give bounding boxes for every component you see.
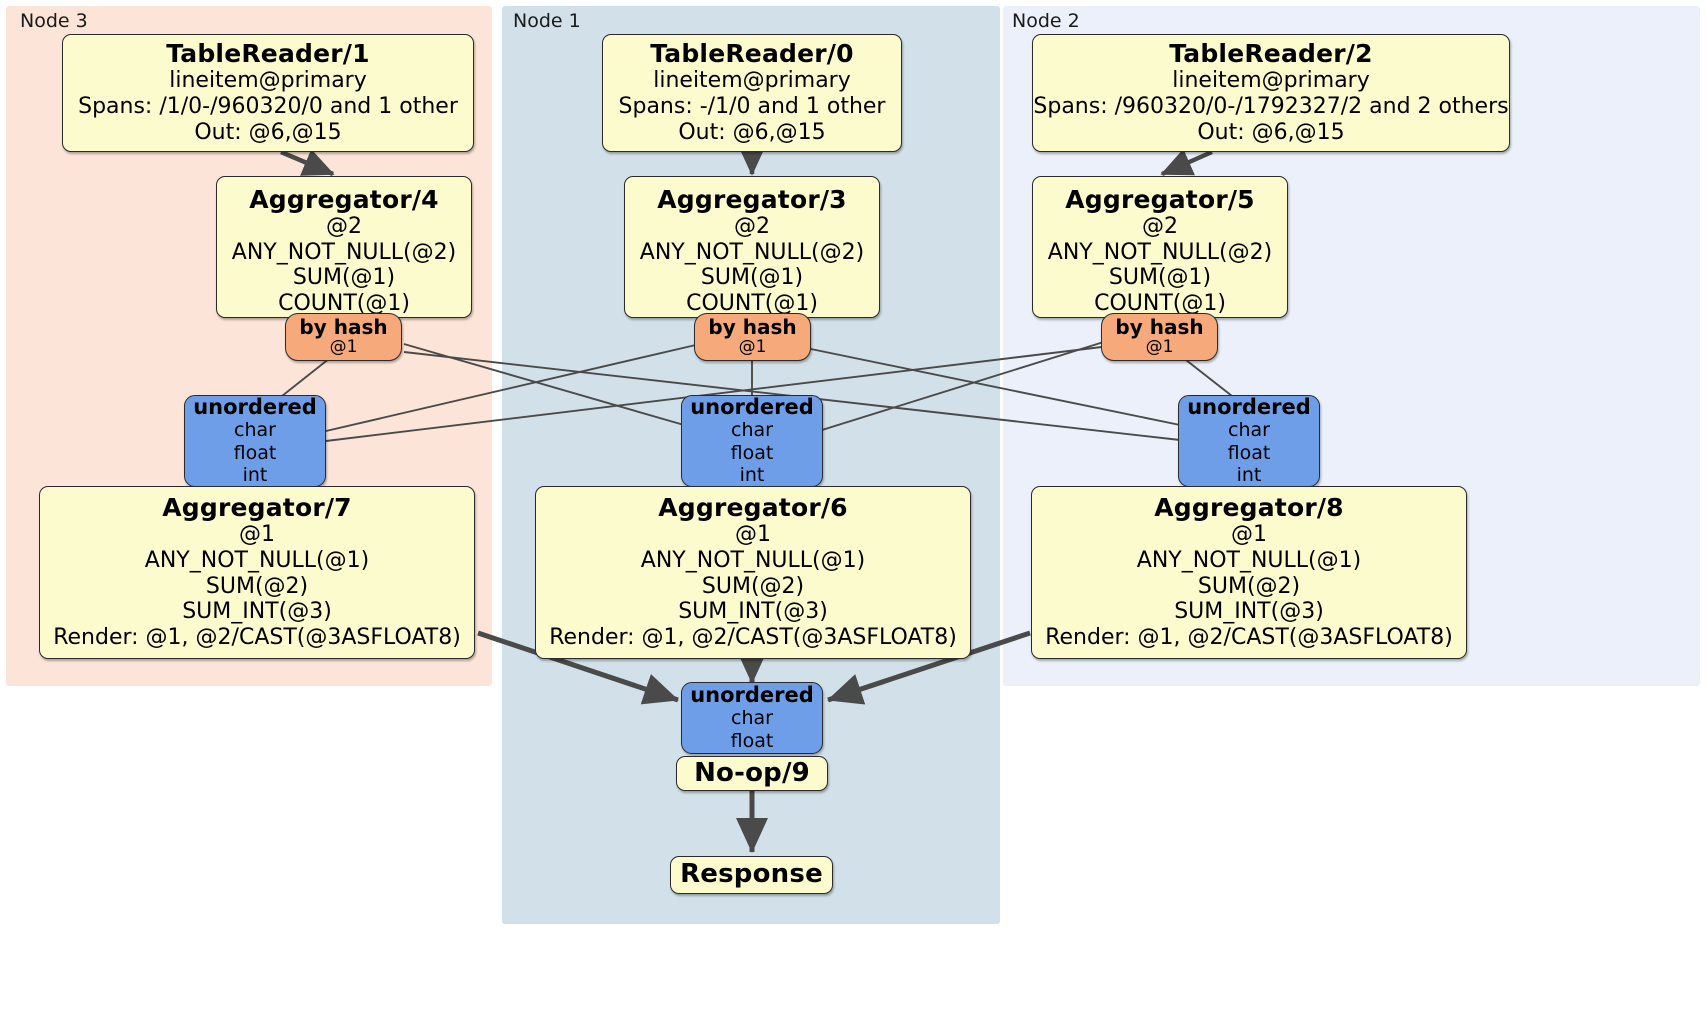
node-line: Render: @1, @2/CAST(@3ASFLOAT8) bbox=[1045, 625, 1453, 651]
node-line: @2 bbox=[734, 214, 770, 239]
sync-unordered-node-3[interactable]: unordered char float int bbox=[184, 395, 326, 487]
sync-title: unordered bbox=[690, 394, 814, 419]
node-aggregator-7[interactable]: Aggregator/7 @1 ANY_NOT_NULL(@1) SUM(@2)… bbox=[39, 486, 475, 659]
node-line: @1 bbox=[239, 522, 275, 548]
router-title: by hash bbox=[708, 315, 797, 340]
node-title: Aggregator/4 bbox=[249, 185, 439, 214]
sync-line: float bbox=[730, 441, 774, 464]
router-by-hash-node-3[interactable]: by hash @1 bbox=[285, 313, 402, 361]
node-line: lineitem@primary bbox=[1172, 68, 1370, 94]
sync-line: int bbox=[242, 463, 268, 486]
sync-unordered-node-2[interactable]: unordered char float int bbox=[1178, 395, 1320, 487]
panel-node-2-label: Node 2 bbox=[1012, 10, 1080, 32]
node-table-reader-1[interactable]: TableReader/1 lineitem@primary Spans: /1… bbox=[62, 34, 474, 152]
node-line: SUM(@1) bbox=[292, 265, 396, 291]
sync-line: char bbox=[234, 419, 276, 442]
node-line: ANY_NOT_NULL(@2) bbox=[1047, 239, 1273, 265]
node-line: Spans: /960320/0-/1792327/2 and 2 others bbox=[1033, 94, 1509, 120]
node-line: Render: @1, @2/CAST(@3ASFLOAT8) bbox=[549, 625, 957, 651]
node-table-reader-2[interactable]: TableReader/2 lineitem@primary Spans: /9… bbox=[1032, 34, 1510, 152]
node-line: SUM_INT(@3) bbox=[182, 599, 332, 625]
router-by-hash-node-1[interactable]: by hash @1 bbox=[694, 313, 811, 361]
node-title: Aggregator/8 bbox=[1154, 493, 1344, 523]
node-aggregator-3[interactable]: Aggregator/3 @2 ANY_NOT_NULL(@2) SUM(@1)… bbox=[624, 176, 880, 318]
node-line: COUNT(@1) bbox=[278, 291, 410, 317]
node-table-reader-0[interactable]: TableReader/0 lineitem@primary Spans: -/… bbox=[602, 34, 902, 152]
node-line: Out: @6,@15 bbox=[194, 119, 342, 145]
panel-node-3-label: Node 3 bbox=[20, 10, 88, 32]
node-line: @1 bbox=[1231, 522, 1267, 548]
node-title: TableReader/0 bbox=[650, 39, 854, 69]
sync-line: char bbox=[731, 419, 773, 442]
node-line: ANY_NOT_NULL(@2) bbox=[231, 239, 457, 265]
node-line: ANY_NOT_NULL(@1) bbox=[1136, 547, 1362, 573]
node-line: Spans: -/1/0 and 1 other bbox=[618, 94, 886, 120]
node-title: Aggregator/6 bbox=[658, 493, 848, 523]
node-line: Spans: /1/0-/960320/0 and 1 other bbox=[78, 94, 458, 120]
sync-title: unordered bbox=[1187, 394, 1311, 419]
router-line: @1 bbox=[329, 337, 358, 358]
sync-unordered-node-1[interactable]: unordered char float int bbox=[681, 395, 823, 487]
panel-node-1-label: Node 1 bbox=[513, 10, 581, 32]
node-line: SUM(@1) bbox=[1108, 265, 1212, 291]
sync-unordered-final[interactable]: unordered char float bbox=[681, 682, 823, 754]
node-line: COUNT(@1) bbox=[1094, 291, 1226, 317]
router-line: @1 bbox=[1145, 337, 1174, 358]
node-line: @1 bbox=[735, 522, 771, 548]
sync-line: int bbox=[739, 463, 765, 486]
sync-line: char bbox=[1228, 419, 1270, 442]
router-title: by hash bbox=[299, 315, 388, 340]
node-line: SUM(@2) bbox=[701, 573, 805, 599]
node-line: ANY_NOT_NULL(@2) bbox=[639, 239, 865, 265]
node-title: Aggregator/5 bbox=[1065, 185, 1255, 214]
node-no-op-9[interactable]: No-op/9 bbox=[676, 756, 828, 791]
node-line: SUM(@1) bbox=[700, 265, 804, 291]
node-line: COUNT(@1) bbox=[686, 291, 818, 317]
node-line: Render: @1, @2/CAST(@3ASFLOAT8) bbox=[53, 625, 461, 651]
node-line: lineitem@primary bbox=[169, 68, 367, 94]
node-line: ANY_NOT_NULL(@1) bbox=[640, 547, 866, 573]
node-title: Aggregator/3 bbox=[657, 185, 847, 214]
sync-line: int bbox=[1236, 463, 1262, 486]
node-line: ANY_NOT_NULL(@1) bbox=[144, 547, 370, 573]
sync-title: unordered bbox=[690, 682, 814, 707]
node-title: Response bbox=[680, 859, 823, 890]
node-line: Out: @6,@15 bbox=[678, 119, 826, 145]
node-aggregator-6[interactable]: Aggregator/6 @1 ANY_NOT_NULL(@1) SUM(@2)… bbox=[535, 486, 971, 659]
sync-line: float bbox=[233, 441, 277, 464]
sync-line: float bbox=[730, 729, 774, 752]
node-line: lineitem@primary bbox=[653, 68, 851, 94]
sync-line: float bbox=[1227, 441, 1271, 464]
node-title: Aggregator/7 bbox=[162, 493, 352, 523]
node-line: SUM_INT(@3) bbox=[1174, 599, 1324, 625]
node-line: SUM(@2) bbox=[205, 573, 309, 599]
node-title: TableReader/1 bbox=[166, 39, 370, 69]
node-aggregator-4[interactable]: Aggregator/4 @2 ANY_NOT_NULL(@2) SUM(@1)… bbox=[216, 176, 472, 318]
router-line: @1 bbox=[738, 337, 767, 358]
router-title: by hash bbox=[1115, 315, 1204, 340]
sync-line: char bbox=[731, 707, 773, 730]
sync-title: unordered bbox=[193, 394, 317, 419]
node-response[interactable]: Response bbox=[670, 856, 833, 894]
node-aggregator-8[interactable]: Aggregator/8 @1 ANY_NOT_NULL(@1) SUM(@2)… bbox=[1031, 486, 1467, 659]
node-line: Out: @6,@15 bbox=[1197, 119, 1345, 145]
node-line: SUM(@2) bbox=[1197, 573, 1301, 599]
router-by-hash-node-2[interactable]: by hash @1 bbox=[1101, 313, 1218, 361]
node-title: TableReader/2 bbox=[1169, 39, 1373, 69]
node-aggregator-5[interactable]: Aggregator/5 @2 ANY_NOT_NULL(@2) SUM(@1)… bbox=[1032, 176, 1288, 318]
node-line: @2 bbox=[326, 214, 362, 239]
node-line: @2 bbox=[1142, 214, 1178, 239]
node-title: No-op/9 bbox=[694, 757, 810, 788]
node-line: SUM_INT(@3) bbox=[678, 599, 828, 625]
